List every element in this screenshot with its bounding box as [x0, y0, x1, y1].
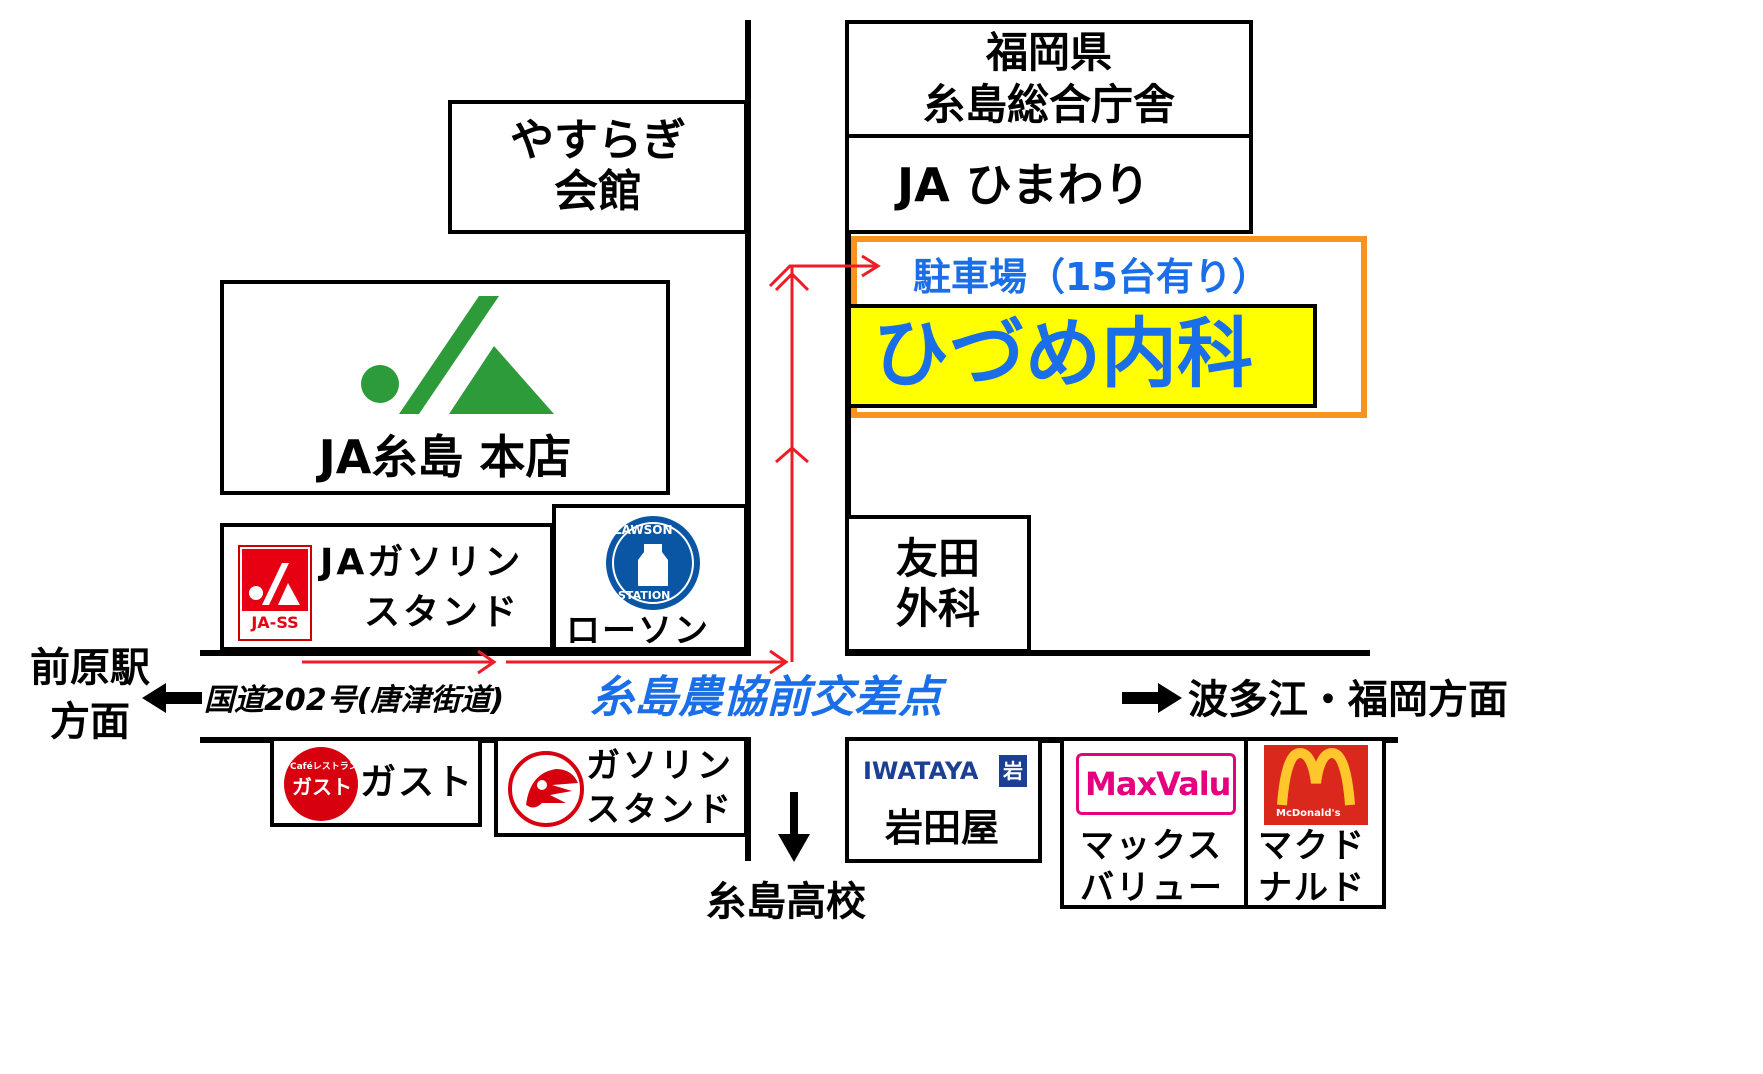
tomoda-line1: 友田: [895, 533, 980, 583]
tomoda-line2: 外科: [895, 584, 980, 633]
vertical-road-left: [745, 20, 751, 656]
ja-logo-icon: [361, 296, 554, 414]
maebaru-line1: 前原駅: [30, 645, 150, 691]
maxvalu-logo-icon: MaxValu: [1076, 753, 1236, 815]
lawson-logo-bottom: STATION: [618, 589, 671, 602]
fukuoka-itoshima-office: 福岡県 糸島総合庁舎: [845, 20, 1253, 138]
ja-itoshima-honten: JA糸島 本店: [220, 280, 670, 495]
mcd-line1: マクド: [1258, 826, 1366, 866]
ja-ss-logo-text: JA-SS: [251, 613, 299, 632]
east-arrow-icon: [1122, 683, 1182, 713]
lawson: LAWSON STATION ローソン: [552, 504, 748, 651]
clinic-name: ひづめ内科: [873, 309, 1253, 398]
ja-gas-line1: JAガソリン: [320, 542, 524, 583]
gusto: Caféレストラン ガスト ガスト: [270, 737, 482, 827]
iwataya-logo-icon: 岩: [999, 755, 1027, 787]
maxvalu-line1: マックス: [1080, 826, 1223, 866]
yasuragi-hall: やすらぎ 会館: [448, 100, 748, 234]
ja-honten-label: JA糸島 本店: [318, 430, 572, 484]
eneos-logo-icon: [508, 751, 584, 827]
ja-gas-station: JA-SS JAガソリン スタンド: [220, 523, 554, 651]
gas-station-2: ガソリン スタンド: [494, 737, 748, 837]
mcdonalds: McDonald's マクド ナルド: [1244, 737, 1386, 909]
fukuoka-line1: 福岡県: [985, 27, 1112, 77]
hatae-label: 波多江・福岡方面: [1188, 677, 1508, 723]
mcd-line2: ナルド: [1258, 868, 1366, 908]
yasuragi-line2: 会館: [554, 166, 642, 217]
tomoda-surgery: 友田 外科: [845, 515, 1031, 653]
ja-himawari-label: JA ひまわり: [897, 158, 1150, 212]
gusto-label: ガスト: [360, 762, 475, 803]
south-arrow-icon: [778, 792, 810, 862]
vertical-road-left-lower: [745, 737, 751, 861]
horizontal-road-top-right: [845, 650, 1370, 656]
lawson-logo-top: LAWSON: [614, 523, 673, 537]
route202-label: 国道202号(唐津街道): [204, 683, 505, 718]
gas2-line2: スタンド: [586, 790, 734, 830]
intersection-label: 糸島農協前交差点: [590, 672, 942, 723]
gas2-line1: ガソリン: [586, 746, 734, 786]
mcdonalds-logo-icon: McDonald's: [1264, 745, 1368, 825]
west-arrow-icon: [142, 683, 202, 713]
gusto-logo-icon: Caféレストラン ガスト: [284, 747, 358, 821]
fukuoka-line2: 糸島総合庁舎: [922, 80, 1175, 129]
itoshima-hs-label: 糸島高校: [706, 879, 866, 925]
hizume-clinic: ひづめ内科: [847, 304, 1317, 408]
maxvalu-line2: バリュー: [1080, 868, 1224, 908]
parking-label: 駐車場（15台有り）: [913, 255, 1270, 299]
yasuragi-line1: やすらぎ: [510, 115, 686, 167]
iwataya-logo: IWATAYA: [863, 757, 979, 785]
maebaru-line2: 方面: [50, 699, 130, 745]
ja-gas-line2: スタンド: [364, 592, 521, 633]
lawson-logo-icon: [606, 516, 700, 610]
iwataya: IWATAYA 岩 岩田屋: [845, 737, 1042, 863]
lawson-label: ローソン: [566, 611, 710, 651]
ja-himawari: JA ひまわり: [845, 134, 1253, 234]
iwataya-label: 岩田屋: [885, 806, 1000, 850]
maxvalu: MaxValu マックス バリュー: [1060, 737, 1248, 909]
ja-ss-logo-icon: JA-SS: [238, 545, 312, 641]
horizontal-road-top: [200, 650, 751, 656]
